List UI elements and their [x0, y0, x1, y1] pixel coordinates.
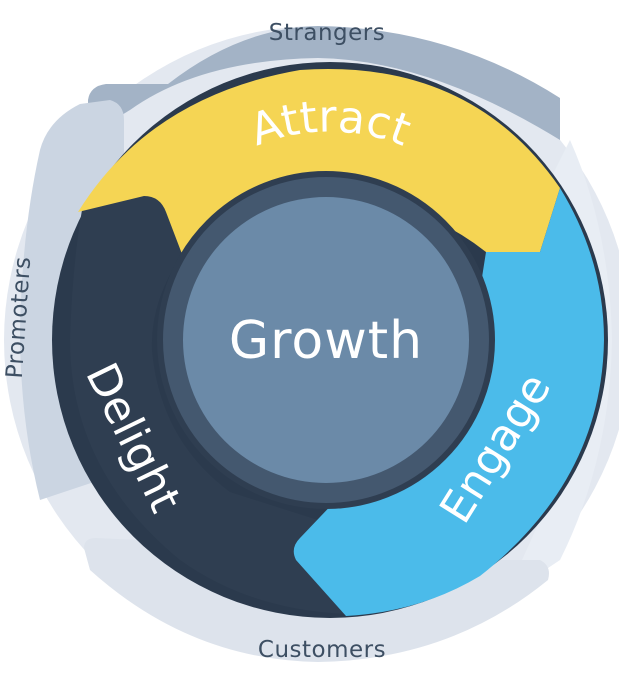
segment-engage	[293, 188, 604, 616]
label-strangers: Strangers	[269, 20, 385, 46]
hub-ring-edge	[157, 171, 495, 509]
band-strangers	[88, 26, 560, 140]
segment-delight	[70, 196, 346, 614]
segment-attract	[78, 68, 560, 254]
label-customers: Customers	[258, 637, 386, 663]
hub	[183, 197, 469, 483]
label-growth: Growth	[229, 311, 423, 371]
band-customers	[84, 538, 549, 662]
